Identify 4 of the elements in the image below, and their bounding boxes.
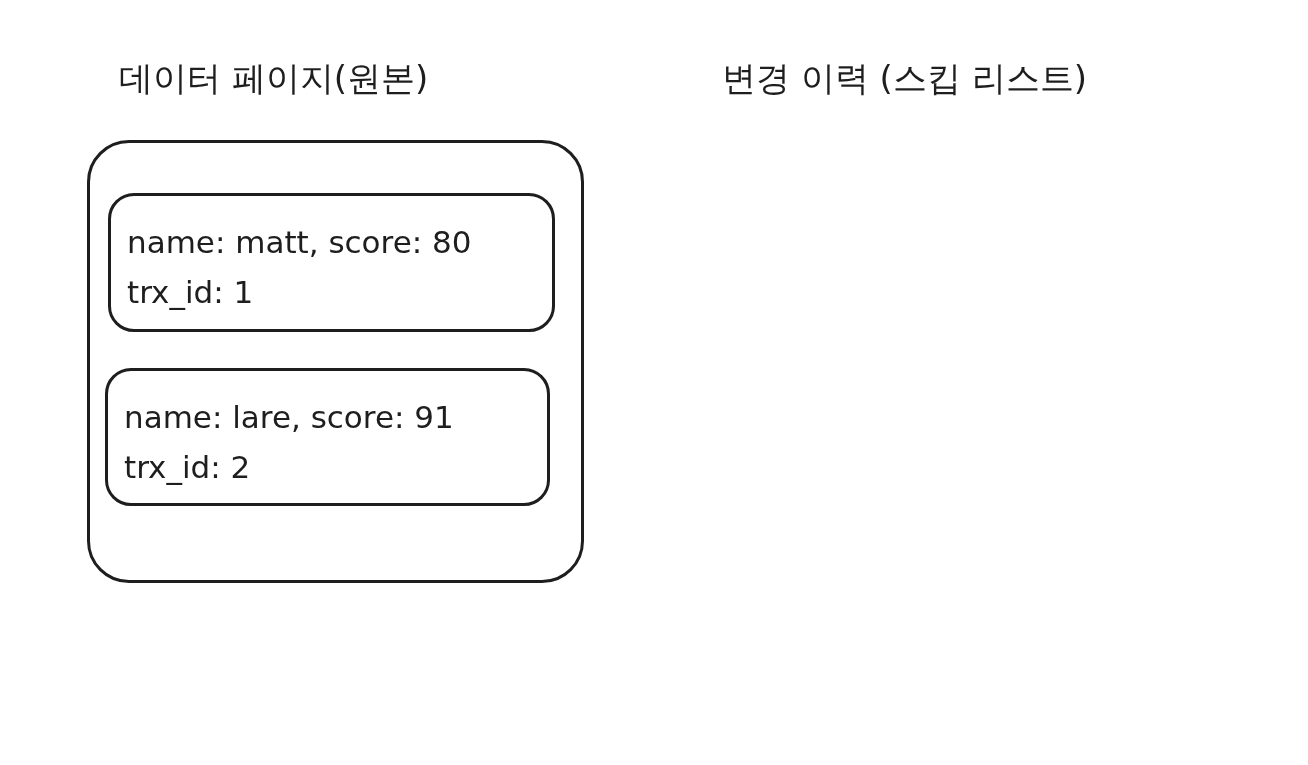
record-box: name: lare, score: 91 trx_id: 2 <box>105 368 550 506</box>
record-box: name: matt, score: 80 trx_id: 1 <box>108 193 555 332</box>
page-title: 데이터 페이지(원본) <box>119 57 429 100</box>
section-title: 변경 이력 (스킵 리스트) <box>722 57 1087 100</box>
